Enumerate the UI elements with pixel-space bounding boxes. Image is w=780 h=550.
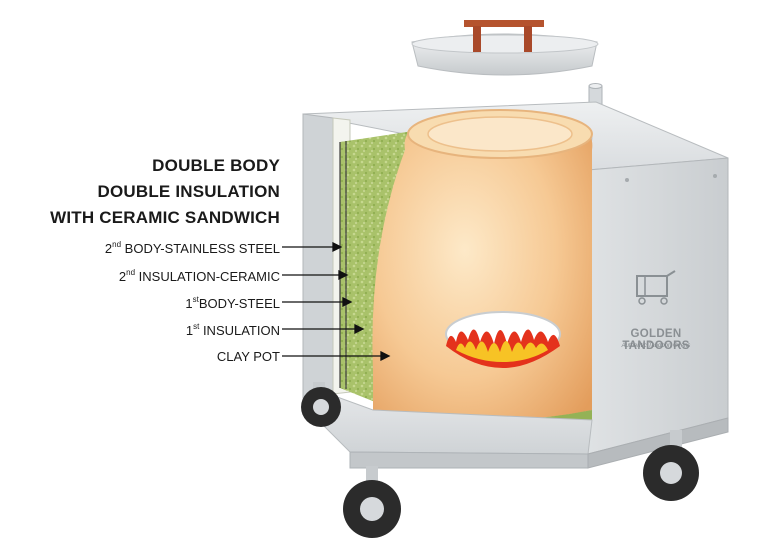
label-2nd-body: 2nd BODY-STAINLESS STEEL	[104, 240, 280, 256]
arrow-1st-body	[282, 296, 353, 308]
title-line-2: DOUBLE INSULATION	[97, 182, 280, 201]
arrow-clay-pot	[282, 350, 391, 362]
arrow-2nd-body	[282, 241, 343, 253]
pointer-arrows	[282, 241, 391, 362]
clay-pot	[372, 109, 593, 431]
lid-handle	[464, 20, 544, 52]
fire-burner	[445, 311, 561, 368]
label-2nd-insulation: 2nd INSULATION-CERAMIC	[118, 268, 280, 284]
label-clay-pot: CLAY POT	[216, 349, 280, 364]
cart-logo-icon	[636, 270, 676, 305]
wheel-back-left	[301, 382, 341, 427]
arrow-2nd-insulation	[282, 269, 349, 281]
title-line-3: WITH CERAMIC SANDWICH	[50, 208, 280, 227]
lid	[411, 20, 599, 76]
wheel-front-left	[343, 466, 401, 538]
label-1st-body: 1stBODY-STEEL	[185, 295, 280, 311]
title-line-1: DOUBLE BODY	[152, 156, 280, 175]
brand-name: GOLDEN TANDOORS	[622, 328, 690, 352]
label-1st-insulation: 1st INSULATION	[185, 322, 280, 338]
cart-base	[317, 389, 729, 469]
wheel-front-right	[643, 430, 699, 501]
arrow-1st-insulation	[282, 323, 365, 335]
brand-tagline: Authentic Tandoori Ovens	[621, 343, 691, 349]
